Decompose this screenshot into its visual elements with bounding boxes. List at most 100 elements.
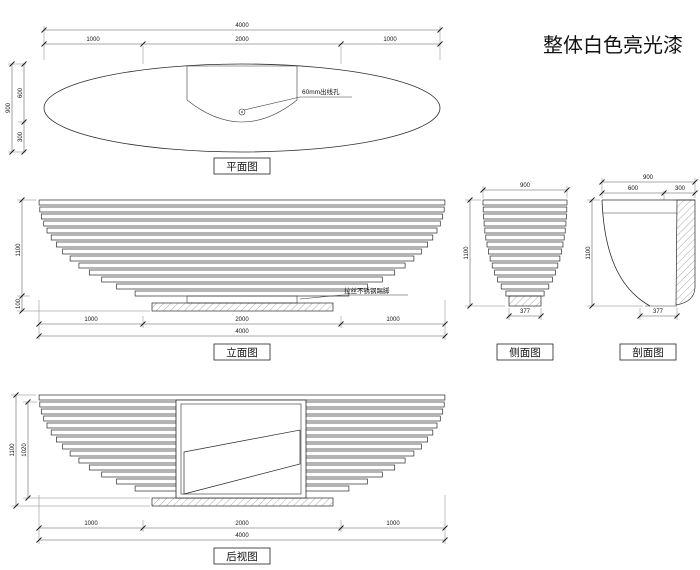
tick [21, 119, 27, 125]
tick [9, 61, 15, 67]
slat [488, 248, 562, 255]
plan-depth-total-dim: 900 [6, 102, 12, 113]
tick [13, 503, 19, 509]
section-cut-hatch [675, 199, 696, 306]
plan-label: 平面图 [226, 161, 258, 173]
tick [589, 197, 595, 203]
elevation-total-width-dim: 4000 [235, 329, 249, 335]
slat [39, 206, 445, 213]
plinth-hatch [151, 302, 334, 312]
elevation-seg-mid-dim: 2000 [235, 317, 249, 323]
tick [9, 149, 15, 155]
elevation-label: 立面图 [226, 346, 258, 359]
tick [21, 149, 27, 155]
plan-seg-mid-dim: 2000 [235, 37, 249, 43]
slat [62, 248, 422, 255]
tick [25, 495, 31, 501]
slat [38, 394, 446, 401]
tick [140, 41, 146, 47]
rear-seg-left-dim: 1000 [84, 521, 98, 527]
plan-depth-bottom-dim: 300 [18, 131, 24, 142]
rear-panel-inner [180, 403, 302, 495]
tick [637, 313, 643, 319]
rear-view: 1100 1020 1000 2000 1000 4000 后视图 [10, 392, 448, 565]
slat [40, 213, 444, 220]
tick [506, 313, 512, 319]
tick [36, 321, 42, 327]
elevation-base-dim: 100 [16, 298, 22, 309]
tick [36, 333, 42, 339]
tick [437, 27, 443, 33]
tick [467, 303, 473, 309]
rear-total-width-dim: 4000 [235, 533, 249, 539]
slat [483, 213, 567, 220]
slat [497, 276, 553, 283]
tick [41, 27, 47, 33]
rear-label-box [213, 547, 271, 565]
desk-plan-outline [43, 63, 441, 153]
tick [692, 190, 698, 196]
tick [589, 303, 595, 309]
tick [674, 313, 680, 319]
tick [338, 321, 344, 327]
plan-depth-top-dim: 600 [18, 87, 24, 98]
tick [564, 187, 570, 193]
tick [140, 525, 146, 531]
elevation-label-box [213, 343, 271, 361]
leader-line [243, 96, 352, 111]
tick [140, 321, 146, 327]
elevation-seg-right-dim: 1000 [386, 317, 400, 323]
slat [483, 220, 567, 227]
side-label-box [496, 343, 554, 361]
slat [46, 227, 438, 234]
tick [25, 399, 31, 405]
section-label-box [619, 343, 677, 361]
tick [338, 525, 344, 531]
tick [599, 179, 605, 185]
section-base-width-dim: 377 [653, 309, 664, 315]
slat [56, 241, 428, 248]
plan-total-width-dim: 4000 [235, 23, 249, 29]
slat [69, 255, 415, 262]
tick [36, 525, 42, 531]
rear-panel-wedge [183, 429, 301, 495]
tick [538, 313, 544, 319]
slat [101, 276, 383, 283]
slat [43, 220, 441, 227]
slat [38, 199, 446, 206]
slat [484, 227, 566, 234]
tick [442, 525, 448, 531]
section-width-dim: 900 [643, 175, 654, 181]
rear-label: 后视图 [226, 550, 258, 563]
slat [489, 255, 561, 262]
wire-hole-note: 60mm出线孔 [302, 87, 340, 96]
slat [491, 262, 559, 269]
slat [482, 206, 568, 213]
tick [442, 537, 448, 543]
side-height-dim: 1100 [464, 246, 470, 260]
elevation-height-dim: 1100 [16, 243, 22, 257]
plan-label-box [213, 157, 271, 175]
slat [482, 199, 568, 206]
plan-view: 4000 1000 2000 1000 900 600 300 [6, 23, 443, 175]
tick [467, 197, 473, 203]
kick-base [186, 295, 298, 304]
side-base-width-dim: 377 [520, 309, 531, 315]
slat [486, 241, 564, 248]
rear-seg-mid-dim: 2000 [235, 521, 249, 527]
counter-recess-arc [186, 99, 298, 123]
slat [134, 290, 350, 297]
wire-hole [238, 108, 246, 116]
rear-height-dim: 1100 [10, 443, 16, 457]
slat [50, 234, 434, 241]
slat [88, 269, 396, 276]
plan-seg-left-dim: 1000 [86, 37, 100, 43]
tick [21, 61, 27, 67]
plan-seg-right-dim: 1000 [383, 37, 397, 43]
tick [437, 41, 443, 47]
tick [599, 190, 605, 196]
plinth-hatch [151, 497, 334, 507]
wire-hole-center [241, 111, 243, 113]
